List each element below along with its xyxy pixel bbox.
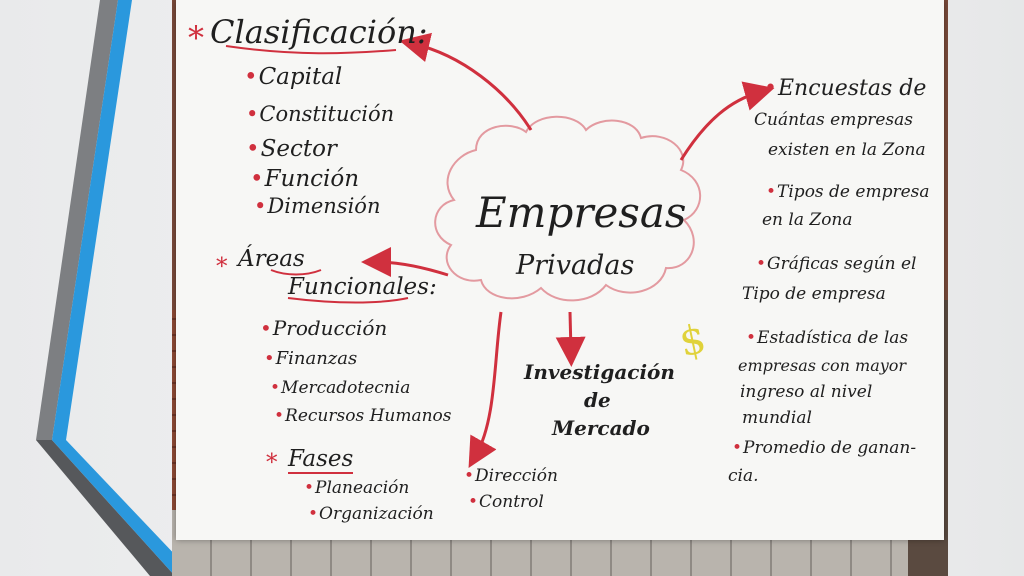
list-item: •Organización xyxy=(308,504,434,524)
text-line: en la Zona xyxy=(762,210,853,230)
bullet-dot: • xyxy=(264,348,275,369)
text-line: Tipo de empresa xyxy=(742,284,886,304)
fases-heading: Fases xyxy=(288,446,354,474)
center-title-line1: Empresas xyxy=(476,188,687,237)
list-item: •Sector xyxy=(246,136,337,162)
text-line: empresas con mayor xyxy=(738,356,907,375)
bullet-dot: • xyxy=(732,438,743,458)
mind-map-arrows xyxy=(225,32,775,469)
bullet-dot: • xyxy=(308,504,319,524)
list-item: •Constitución xyxy=(246,102,395,126)
bullet-dot: • xyxy=(274,406,285,426)
list-item: •Gráficas según el xyxy=(756,254,917,274)
list-item: •Función xyxy=(250,166,360,192)
bullet-dot: • xyxy=(254,194,267,218)
text-line: Cuántas empresas xyxy=(754,110,913,130)
areas-marker: * xyxy=(216,254,228,280)
clasificacion-marker: * xyxy=(188,19,204,57)
list-item: •Dirección xyxy=(464,466,558,486)
list-item: •Promedio de ganan- xyxy=(732,438,917,458)
bullet-dot: • xyxy=(766,182,777,202)
list-item: •Mercadotecnia xyxy=(270,378,411,398)
list-item: •Dimensión xyxy=(254,194,381,218)
list-item: •Recursos Humanos xyxy=(274,406,452,426)
text-line: mundial xyxy=(742,408,812,428)
areas-heading-line1: Áreas xyxy=(238,246,305,272)
text-line: cia. xyxy=(728,466,759,486)
bullet-dot: • xyxy=(270,378,281,398)
bullet-dot: • xyxy=(756,254,767,274)
bullet-dot: • xyxy=(260,316,272,340)
investigacion-line1: Investigación xyxy=(524,360,675,384)
bullet-dot: • xyxy=(304,478,315,498)
bullet-dot: • xyxy=(246,102,259,126)
list-item: •Control xyxy=(468,492,544,512)
list-item: •Planeación xyxy=(304,478,410,498)
bullet-dot: • xyxy=(250,166,264,192)
list-item: •Capital xyxy=(244,64,343,90)
bullet-dot: • xyxy=(468,492,479,512)
list-item: •Estadística de las xyxy=(746,328,909,348)
clasificacion-heading: Clasificación: xyxy=(210,13,428,51)
list-item: •Tipos de empresa xyxy=(766,182,930,202)
areas-heading-line2: Funcionales: xyxy=(288,274,437,300)
investigacion-line3: Mercado xyxy=(552,416,650,440)
bullet-dot: • xyxy=(244,64,258,90)
list-item: •Encuestas de xyxy=(764,76,927,101)
list-item: •Producción xyxy=(260,316,388,340)
bullet-dot: • xyxy=(464,466,475,486)
investigacion-line2: de xyxy=(584,388,611,412)
text-line: ingreso al nivel xyxy=(740,382,873,402)
cloud-outline xyxy=(434,115,702,302)
poster-sheet: Empresas Privadas * Clasificación: •Capi… xyxy=(176,0,944,540)
fases-marker: * xyxy=(266,450,278,476)
slide-decoration xyxy=(36,0,180,576)
text-line: existen en la Zona xyxy=(768,140,926,160)
center-title-line2: Privadas xyxy=(516,250,635,281)
list-item: •Finanzas xyxy=(264,348,358,369)
bullet-dot: • xyxy=(746,328,757,348)
photo: Empresas Privadas * Clasificación: •Capi… xyxy=(172,0,948,576)
bullet-dot: • xyxy=(246,136,260,162)
bullet-dot: • xyxy=(764,76,777,101)
